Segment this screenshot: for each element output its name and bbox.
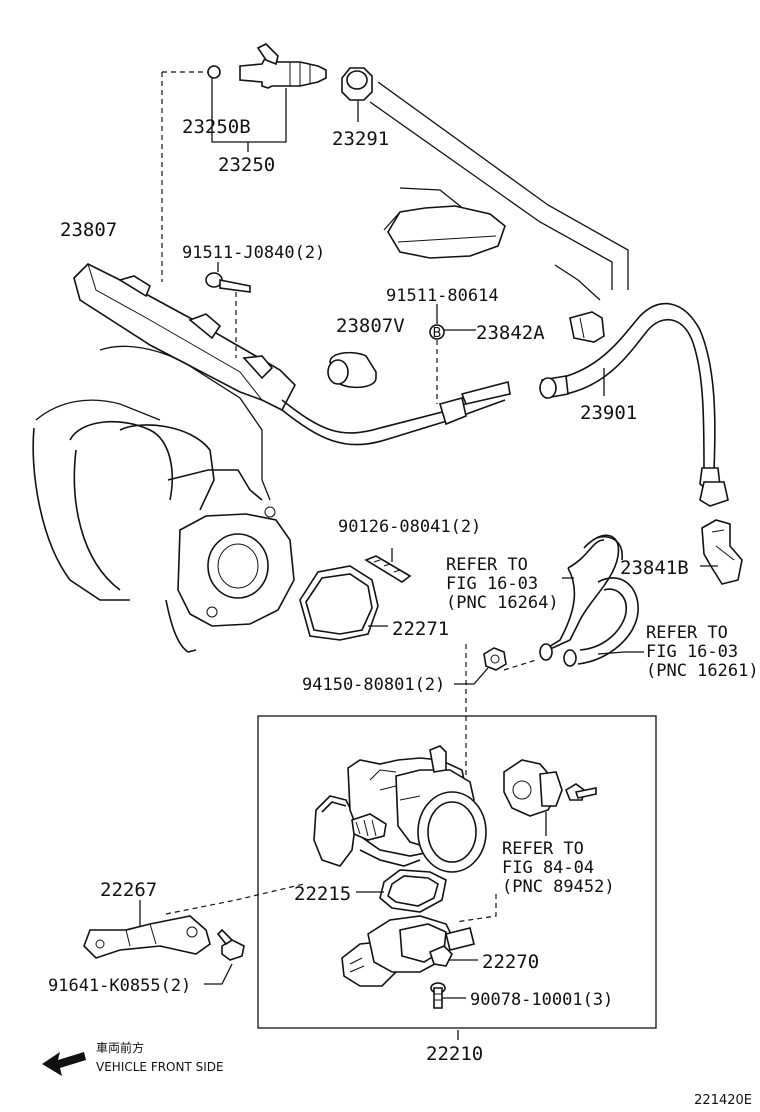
idle-air-valve-22270	[341, 915, 475, 987]
assembly-frame-22210	[257, 715, 657, 1029]
water-bypass-hoses	[539, 534, 639, 667]
callout-23901: 23901	[580, 402, 637, 424]
svg-text:(PNC 16264): (PNC 16264)	[446, 593, 559, 613]
callout-22271: 22271	[392, 618, 449, 640]
fuel-delivery-pipe-23807	[73, 263, 511, 446]
injector-grommet-23291	[341, 67, 373, 101]
callout-23842a: 23842A	[476, 322, 545, 344]
svg-text:(PNC 89452): (PNC 89452)	[502, 877, 615, 897]
stud-bolt-90126	[364, 555, 412, 583]
bolt-mark-label: B	[433, 326, 442, 341]
reference-note-89452: REFER TO FIG 84-04 (PNC 89452)	[502, 839, 615, 897]
bracket-22267	[83, 915, 211, 959]
callout-22215: 22215	[294, 883, 351, 905]
callout-90078-10001: 90078-10001(3)	[470, 990, 613, 1010]
callout-91641-k0855: 91641-K0855(2)	[48, 976, 191, 996]
svg-text:REFER TO: REFER TO	[446, 555, 528, 575]
callout-23807: 23807	[60, 219, 117, 241]
reference-note-16261: REFER TO FIG 16-03 (PNC 16261)	[646, 623, 759, 681]
svg-text:FIG 16-03: FIG 16-03	[446, 574, 538, 594]
bolt-mark-b	[429, 324, 445, 340]
vehicle-front-indicator: 車両前方 VEHICLE FRONT SIDE	[42, 1040, 224, 1076]
callout-23291: 23291	[332, 128, 389, 150]
direction-english: VEHICLE FRONT SIDE	[96, 1060, 224, 1074]
nut-94150	[483, 647, 507, 671]
svg-text:FIG 84-04: FIG 84-04	[502, 858, 594, 878]
callout-23807v: 23807V	[336, 315, 405, 337]
front-arrow-icon	[42, 1052, 86, 1076]
figure-code: 221420E	[694, 1093, 752, 1108]
callout-91511-j0840: 91511-J0840(2)	[182, 243, 325, 263]
bolt-90078	[430, 982, 446, 1009]
direction-japanese: 車両前方	[96, 1040, 144, 1055]
clip-23842a	[569, 311, 605, 343]
callout-22210: 22210	[426, 1043, 483, 1065]
callout-91511-80614: 91511-80614	[386, 286, 499, 306]
fuel-hose-23901	[539, 302, 729, 507]
gasket-22271	[299, 565, 379, 641]
engine-head-outline	[369, 81, 629, 301]
svg-text:REFER TO: REFER TO	[502, 839, 584, 859]
callout-23250: 23250	[218, 154, 275, 176]
oil-filler-cap	[387, 205, 506, 259]
callout-90126-08041: 90126-08041(2)	[338, 517, 481, 537]
throttle-body	[313, 745, 487, 873]
gasket-22215	[379, 869, 447, 913]
callout-94150-80801: 94150-80801(2)	[302, 675, 445, 695]
throttle-position-sensor	[503, 759, 597, 817]
insulator-23807v	[327, 351, 377, 389]
callout-22270: 22270	[482, 951, 539, 973]
svg-text:FIG 16-03: FIG 16-03	[646, 642, 738, 662]
fuel-injector-23250	[207, 43, 327, 89]
bolt-91641	[216, 928, 245, 961]
svg-text:REFER TO: REFER TO	[646, 623, 728, 643]
bolt-91511-j0840	[205, 272, 251, 293]
callout-23250b: 23250B	[182, 116, 251, 138]
reference-note-16264: REFER TO FIG 16-03 (PNC 16264)	[446, 555, 559, 613]
clip-23841b	[701, 519, 743, 585]
callout-22267: 22267	[100, 879, 157, 901]
callout-23841b: 23841B	[620, 557, 689, 579]
intake-manifold-outline	[32, 345, 295, 653]
svg-text:(PNC 16261): (PNC 16261)	[646, 661, 759, 681]
